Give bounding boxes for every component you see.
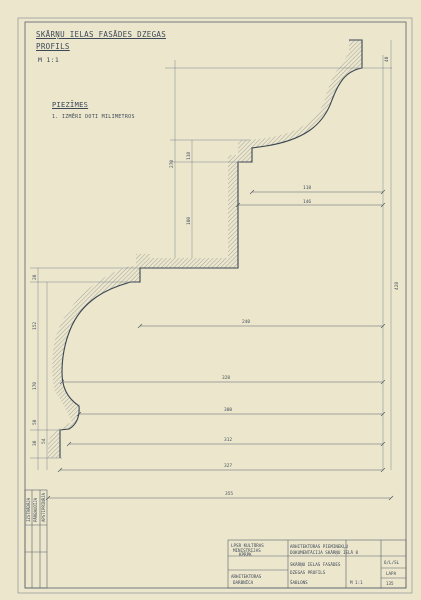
dim-v-20: 20 [32, 274, 38, 280]
cornice-profile-line [59, 39, 363, 458]
inner-border [24, 21, 407, 589]
stamp-label-1: IZSTRĀDĀJA [26, 497, 31, 522]
tb-workshop-2: DARBNĪCA [233, 580, 254, 585]
tb-workshop-1: ARHITEKTŪRAS [231, 574, 262, 579]
dim-v-50: 50 [32, 419, 38, 425]
tb-sheet-no: 6/L/SL [384, 560, 400, 565]
tb-dept-2: DOKUMENTĀCIJA SKĀRŅU IELĀ 8 [290, 550, 359, 555]
drawing-title: SKĀRŅU IELAS FASĀDES DZEGAS [36, 30, 167, 39]
tb-sheet-count: 135 [386, 581, 394, 586]
side-stamp-grid [24, 489, 48, 589]
drawing-subtitle: PROFILS [36, 42, 70, 51]
stamp-label-2: PĀRBAUDĪJA [33, 497, 38, 522]
dim-v-170: 170 [32, 382, 38, 390]
outer-border [17, 17, 413, 594]
notes-title: PIEZĪMES [52, 101, 89, 109]
drawing-scale: M 1:1 [38, 56, 60, 64]
tb-drawing-type: ŠABLONS [290, 580, 308, 585]
tb-org-1: LPSR KULTŪRAS [231, 543, 264, 548]
title-block-grid [227, 539, 407, 589]
dim-h-328: 328 [222, 375, 230, 381]
dimension-ticks [45, 189, 394, 501]
tb-project-1: SKĀRŅU IELAS FASĀDES [290, 562, 341, 567]
tb-scale: M 1:1 [350, 580, 363, 585]
dim-v-54: 54 [41, 438, 47, 444]
note-item: 1. IZMĒRI DOTI MILIMETROS [52, 114, 135, 120]
dim-v-100: 100 [186, 217, 192, 225]
tb-org-2: MINISTRIJAS [233, 548, 261, 553]
dim-h-312: 312 [224, 437, 232, 443]
horizontal-extension-lines [30, 67, 392, 459]
dim-h-327: 327 [224, 463, 232, 469]
dim-v-270: 270 [169, 160, 175, 168]
dim-v-118: 118 [186, 152, 192, 160]
dim-h-240: 240 [242, 319, 250, 325]
tb-dept-1: ARHITEKTŪRAS PIEMINEKĻU [290, 544, 348, 549]
dim-v-30: 30 [32, 440, 38, 446]
dim-h-146: 146 [303, 199, 311, 205]
vertical-reference-lines [37, 40, 392, 470]
dim-v-428: 428 [394, 282, 400, 290]
tb-org-3: KPRPK [239, 552, 252, 557]
dim-h-355: 355 [225, 491, 233, 497]
tb-sheet-label: LAPA [386, 571, 397, 576]
dim-h-300: 300 [224, 407, 232, 413]
profile-hatch-band [48, 40, 362, 458]
tb-project-2: DZEGAS PROFILS [290, 570, 326, 575]
stamp-label-3: APSTIPRINĀJA [41, 493, 46, 522]
dim-v-152: 152 [32, 322, 38, 330]
dim-h-118: 118 [303, 185, 311, 191]
dim-v-40: 40 [384, 56, 390, 62]
horizontal-dimension-lines [48, 191, 391, 499]
